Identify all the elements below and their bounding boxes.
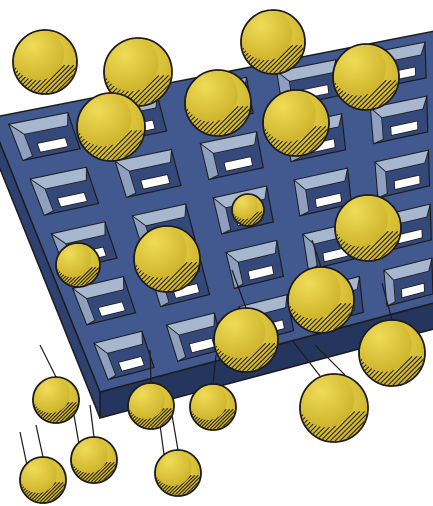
particle-ball: [132, 448, 244, 496]
motion-line: [172, 415, 178, 450]
motion-line: [36, 425, 43, 457]
motion-line: [40, 345, 56, 377]
motion-line: [90, 405, 94, 437]
